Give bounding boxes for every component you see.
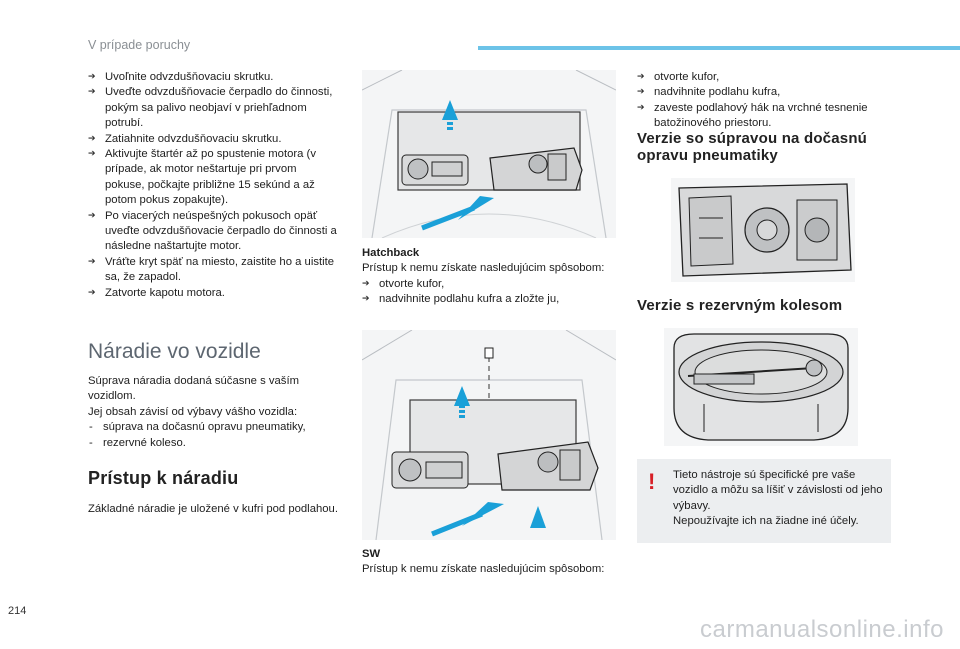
- warning-text-block: Tieto nástroje sú špecifické pre vaše vo…: [673, 468, 885, 530]
- hatchback-steps-list: otvorte kufor, nadvihnite podlahu kufra …: [362, 277, 612, 308]
- list-item: Zatvorte kapotu motora.: [88, 286, 338, 302]
- list-item: nadvihnite podlahu kufra,: [637, 85, 891, 101]
- list-item: Uveďte odvzdušňovacie čerpadlo do činnos…: [88, 85, 338, 131]
- hatchback-trunk-illustration: [362, 70, 616, 238]
- list-item: súprava na dočasnú opravu pneumatiky,: [88, 420, 338, 436]
- tools-content-list: súprava na dočasnú opravu pneumatiky, re…: [88, 420, 338, 451]
- section-title-tools: Náradie vo vozidle: [88, 340, 261, 363]
- warning-note: ! Tieto nástroje sú špecifické pre vaše …: [637, 459, 891, 543]
- sw-text: Prístup k nemu získate nasledujúcim spôs…: [362, 563, 605, 576]
- tools-intro: Súprava náradia dodaná súčasne s vaším v…: [88, 374, 338, 451]
- access-text-block: Základné náradie je uložené v kufri pod …: [88, 502, 338, 517]
- list-item: otvorte kufor,: [637, 70, 891, 86]
- sw-trunk-illustration: [362, 330, 616, 540]
- hatchback-label: Hatchback: [362, 247, 420, 259]
- header-accent-bar: [478, 46, 960, 50]
- warning-text-2: Nepoužívajte ich na žiadne iné účely.: [673, 515, 859, 528]
- warning-icon: !: [648, 469, 656, 494]
- list-item: Zatiahnite odvzdušňovaciu skrutku.: [88, 132, 338, 148]
- list-item: Aktivujte štartér až po spustenie motora…: [88, 147, 338, 209]
- bleed-steps-list: Uvoľnite odvzdušňovaciu skrutku. Uveďte …: [88, 70, 338, 302]
- chapter-title: V prípade poruchy: [88, 38, 191, 52]
- watermark: carmanualsonline.info: [700, 616, 944, 643]
- list-item: Vráťte kryt späť na miesto, zaistite ho …: [88, 255, 338, 286]
- tools-intro-text-2: Jej obsah závisí od výbavy vášho vozidla…: [88, 405, 298, 418]
- hatchback-caption: Hatchback Prístup k nemu získate nasledu…: [362, 246, 612, 308]
- list-item: Uvoľnite odvzdušňovaciu skrutku.: [88, 70, 338, 86]
- section-title-spare-wheel: Verzie s rezervným kolesom: [637, 297, 843, 314]
- list-item: Po viacerých neúspešných pokusoch opäť u…: [88, 209, 338, 255]
- hatchback-text: Prístup k nemu získate nasledujúcim spôs…: [362, 262, 605, 275]
- warning-text: Tieto nástroje sú špecifické pre vaše vo…: [673, 469, 883, 512]
- list-item: otvorte kufor,: [362, 277, 612, 293]
- list-item: rezervné koleso.: [88, 436, 338, 452]
- list-item: zaveste podlahový hák na vrchné tesnenie…: [637, 101, 891, 132]
- right-steps: otvorte kufor, nadvihnite podlahu kufra,…: [637, 70, 891, 132]
- tools-intro-text: Súprava náradia dodaná súčasne s vaším v…: [88, 375, 300, 403]
- left-column: Uvoľnite odvzdušňovaciu skrutku. Uveďte …: [88, 70, 338, 302]
- sw-caption: SW Prístup k nemu získate nasledujúcim s…: [362, 547, 612, 578]
- spare-wheel-illustration: [664, 328, 858, 446]
- list-item: nadvihnite podlahu kufra a zložte ju,: [362, 292, 612, 308]
- section-title-access: Prístup k náradiu: [88, 468, 239, 488]
- sw-steps-list: otvorte kufor, nadvihnite podlahu kufra,…: [637, 70, 891, 132]
- page-number: 214: [8, 605, 27, 617]
- access-text: Základné náradie je uložené v kufri pod …: [88, 503, 338, 515]
- repair-kit-illustration: [671, 178, 855, 282]
- sw-label: SW: [362, 548, 381, 560]
- section-title-repair-kit: Verzie so súpravou na dočasnú opravu pne…: [637, 130, 868, 164]
